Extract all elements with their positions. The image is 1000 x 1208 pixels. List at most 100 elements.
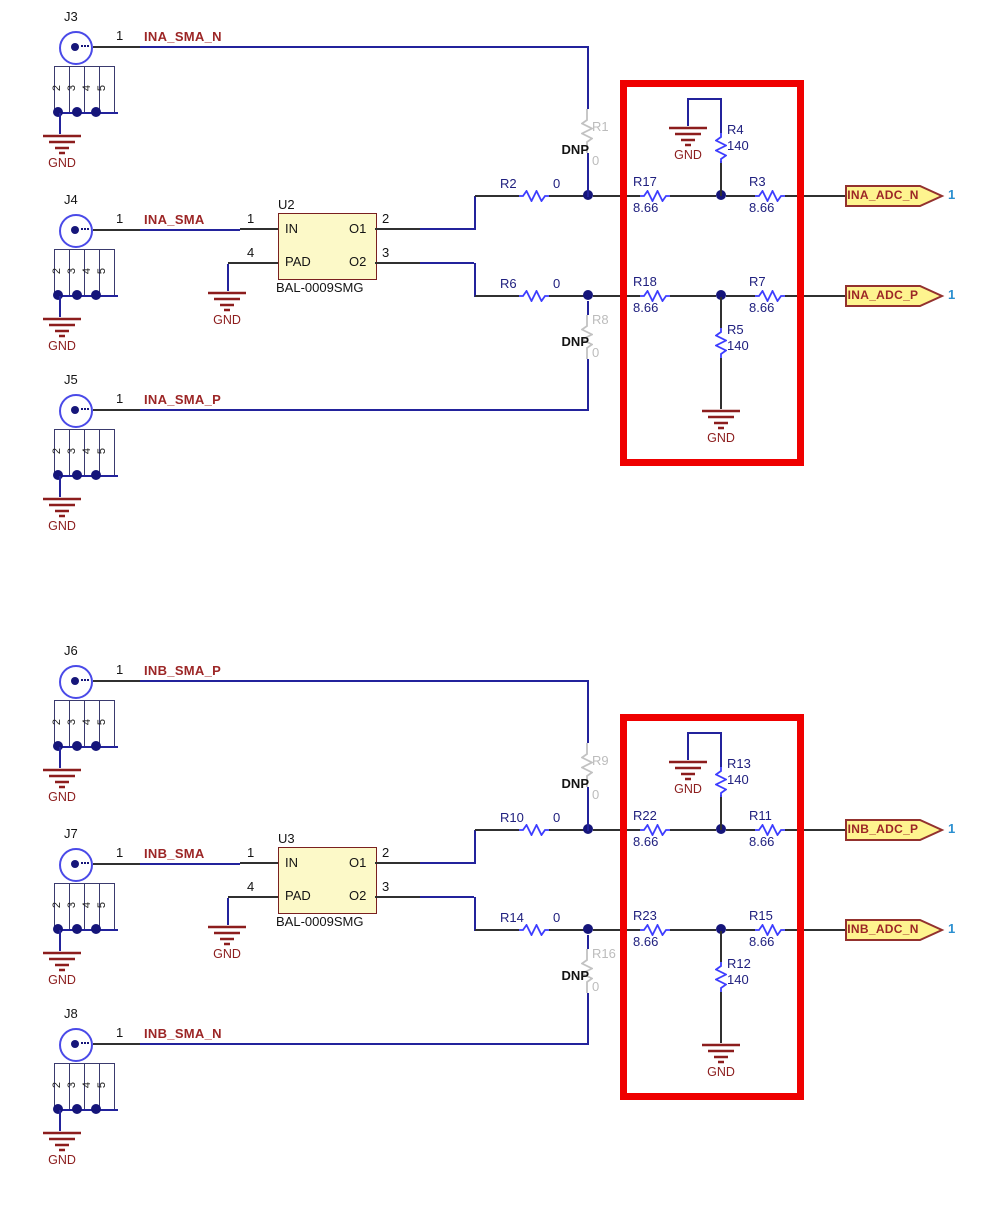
junction-dot [72,290,82,300]
net-label: INA_SMA_N [144,29,222,44]
wire [785,929,845,931]
port-label: INA_ADC_P [847,288,919,302]
connector-designator: J8 [64,1006,78,1021]
resistor-designator: R2 [500,176,517,191]
ground-label: GND [48,973,76,987]
wire [670,929,716,931]
ground-bus-wire [56,929,118,931]
connector-pin-box: 5 [96,66,115,114]
ground-bars-icon [702,409,740,430]
ground-stem-wire [227,264,229,291]
resistor-designator-dnp: R9 [592,753,609,768]
resistor-symbol [640,824,670,836]
resistor-designator: R15 [749,908,773,923]
pin-number: 2 [51,1081,64,1089]
wire [593,195,640,197]
pin-lead [375,862,420,864]
resistor-value-dnp: 0 [592,153,600,168]
port-number: 1 [948,821,956,836]
net-wire [140,1043,589,1045]
wire [593,829,640,831]
sma-barrel-icon [59,1028,93,1062]
pin-number: 4 [81,1081,94,1089]
net-label: INA_SMA_P [144,392,222,407]
net-wire [140,680,589,682]
balun-pin-name: PAD [285,888,311,903]
ground-bus-wire [56,295,118,297]
wire [670,295,716,297]
pin-lead [375,228,420,230]
pin-number: 1 [116,211,124,226]
circuit-section: J3 1 INA_SMA_N 2 3 4 5 GND J4 1 INA_SMA … [0,8,1000,574]
connector-pin-box: 5 [96,1063,115,1111]
pin-number: 1 [247,211,255,226]
resistor-symbol [755,824,785,836]
dnp-label: DNP [561,142,589,157]
net-wire [140,46,589,48]
wire [785,295,845,297]
wire [587,993,589,1045]
wire [687,732,722,734]
resistor-symbol [519,290,549,302]
resistor-symbol-dnp [581,949,593,993]
wire [420,262,474,264]
ground-symbol: GND [40,951,84,987]
circuit-section: J6 1 INB_SMA_P 2 3 4 5 GND J7 1 INB_SMA … [0,642,1000,1208]
balun-pin-name: O1 [349,855,367,870]
pin-number: 1 [116,845,124,860]
ground-bars-icon [208,291,246,312]
port-number: 1 [948,187,956,202]
net-label: INB_SMA [144,846,205,861]
resistor-symbol [640,190,670,202]
resistor-designator: R6 [500,276,517,291]
wire [687,734,689,760]
wire [720,358,722,409]
wire [587,47,589,109]
balun-pin-name: O2 [349,254,367,269]
resistor-designator: R7 [749,274,766,289]
resistor-designator: R23 [633,908,657,923]
pin-lead [240,862,278,864]
junction-dot [91,741,101,751]
resistor-symbol [715,328,727,358]
junction-dot [583,924,593,934]
pin-number: 2 [51,84,64,92]
junction-dot [583,290,593,300]
resistor-designator: R11 [749,808,772,823]
pin-number: 2 [382,845,390,860]
wire [720,931,722,962]
wire [670,829,716,831]
resistor-designator: R4 [727,122,744,137]
balun-pin-name: IN [285,221,298,236]
pin-lead [93,1043,140,1045]
ground-label: GND [674,148,702,162]
resistor-symbol-dnp [581,109,593,153]
wire [720,100,722,133]
ground-symbol: GND [699,1043,743,1079]
pin-lead [93,46,140,48]
junction-dot [72,107,82,117]
pin-number: 5 [96,267,109,275]
pin-number: 2 [382,211,390,226]
wire [587,935,589,949]
junction-dot [72,741,82,751]
pin-lead [375,262,420,264]
sma-center-pin-icon [71,43,79,51]
pin-number: 3 [66,267,79,275]
resistor-designator: R12 [727,956,751,971]
pin-lead [93,680,140,682]
junction-dot [53,924,63,934]
ground-symbol: GND [40,317,84,353]
connector-pin-box: 5 [96,249,115,297]
resistor-value: 140 [727,772,749,787]
pin-number: 5 [96,84,109,92]
pin-number: 3 [66,1081,79,1089]
wire [670,195,716,197]
resistor-value: 140 [727,338,749,353]
resistor-symbol-dnp [581,743,593,787]
resistor-value: 8.66 [749,200,775,215]
pin-lead [240,228,278,230]
connector-designator: J7 [64,826,78,841]
resistor-value: 8.66 [749,934,775,949]
